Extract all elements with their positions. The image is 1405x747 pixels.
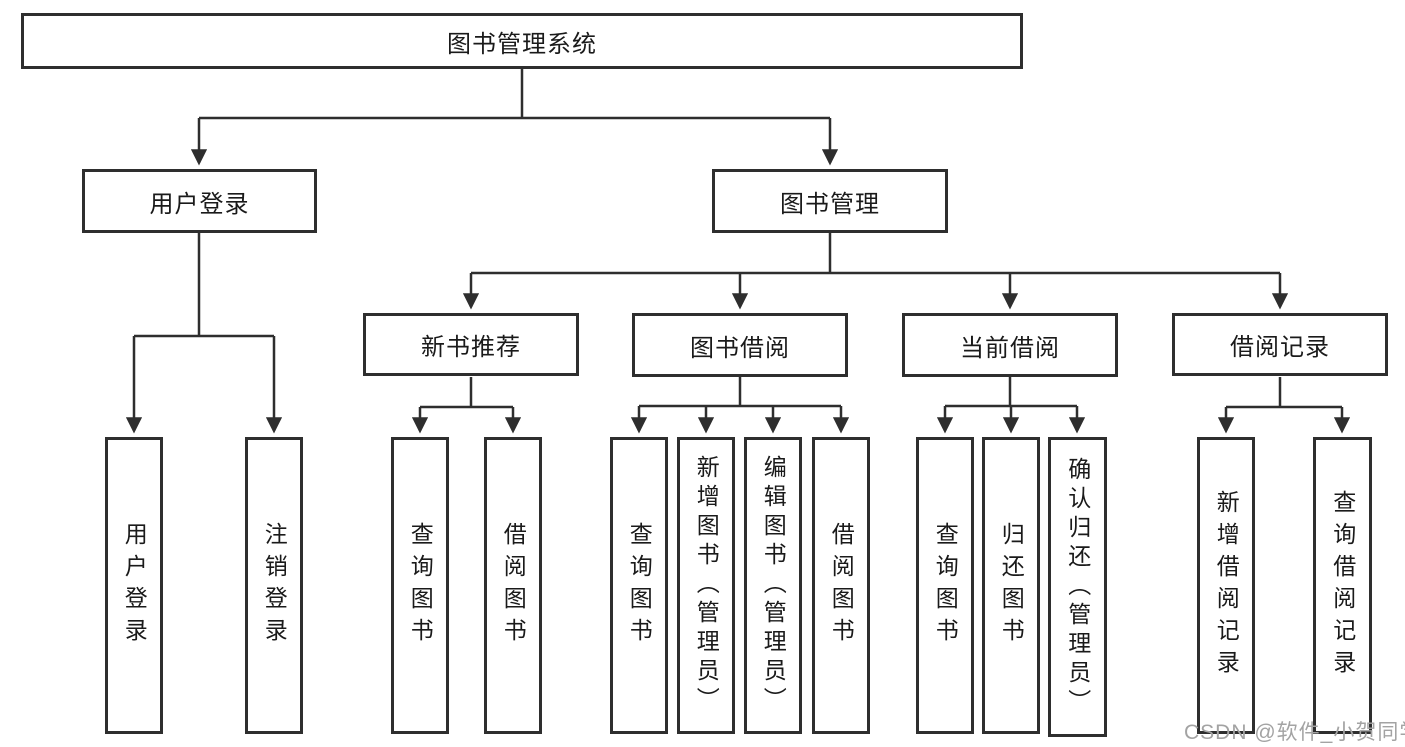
csdn-watermark: CSDN @软件_小贺同学 (1184, 721, 1405, 744)
leaf-cb-return-book: 归还图书 (982, 437, 1040, 734)
node-current-borrow: 当前借阅 (902, 313, 1118, 377)
leaf-label: 查询图书 (932, 521, 959, 650)
leaf-label: 借阅图书 (500, 521, 527, 650)
leaf-cb-query-book: 查询图书 (916, 437, 974, 734)
node-library-management-system: 图书管理系统 (21, 13, 1023, 69)
leaf-logout: 注销登录 (245, 437, 303, 734)
leaf-label: 用户登录 (121, 521, 148, 650)
connector-current-borrow (936, 377, 1086, 434)
connector-book-management (462, 233, 1289, 310)
leaf-bb-add-book-admin: 新增图书（管理员） (677, 437, 735, 734)
node-book-management: 图书管理 (712, 169, 948, 233)
node-book-borrow: 图书借阅 (632, 313, 848, 377)
leaf-label: 查询借阅记录 (1329, 489, 1356, 682)
leaf-user-login: 用户登录 (105, 437, 163, 734)
leaf-label: 注销登录 (261, 521, 288, 650)
connector-new-book-recommend (411, 377, 522, 434)
leaf-nbr-borrow-book: 借阅图书 (484, 437, 542, 734)
connector-book-borrow (630, 377, 850, 434)
node-new-book-recommend: 新书推荐 (363, 313, 579, 376)
connector-user-login (125, 233, 283, 434)
connector-root (190, 69, 839, 166)
leaf-label: 查询图书 (626, 521, 653, 650)
leaf-label: 确认归还（管理员） (1064, 456, 1091, 718)
leaf-br-add-record: 新增借阅记录 (1197, 437, 1255, 734)
leaf-bb-borrow-book: 借阅图书 (812, 437, 870, 734)
node-user-login: 用户登录 (82, 169, 317, 233)
node-borrow-records: 借阅记录 (1172, 313, 1388, 376)
leaf-label: 借阅图书 (828, 521, 855, 650)
leaf-cb-confirm-return-admin: 确认归还（管理员） (1048, 437, 1107, 737)
leaf-bb-query-book: 查询图书 (610, 437, 668, 734)
leaf-bb-edit-book-admin: 编辑图书（管理员） (744, 437, 802, 734)
leaf-label: 归还图书 (998, 521, 1025, 650)
leaf-label: 查询图书 (407, 521, 434, 650)
leaf-br-query-record: 查询借阅记录 (1313, 437, 1372, 734)
leaf-label: 编辑图书（管理员） (760, 455, 787, 716)
leaf-label: 新增图书（管理员） (693, 455, 720, 716)
leaf-nbr-query-book: 查询图书 (391, 437, 449, 734)
leaf-label: 新增借阅记录 (1213, 489, 1240, 682)
connector-borrow-records (1217, 377, 1351, 434)
